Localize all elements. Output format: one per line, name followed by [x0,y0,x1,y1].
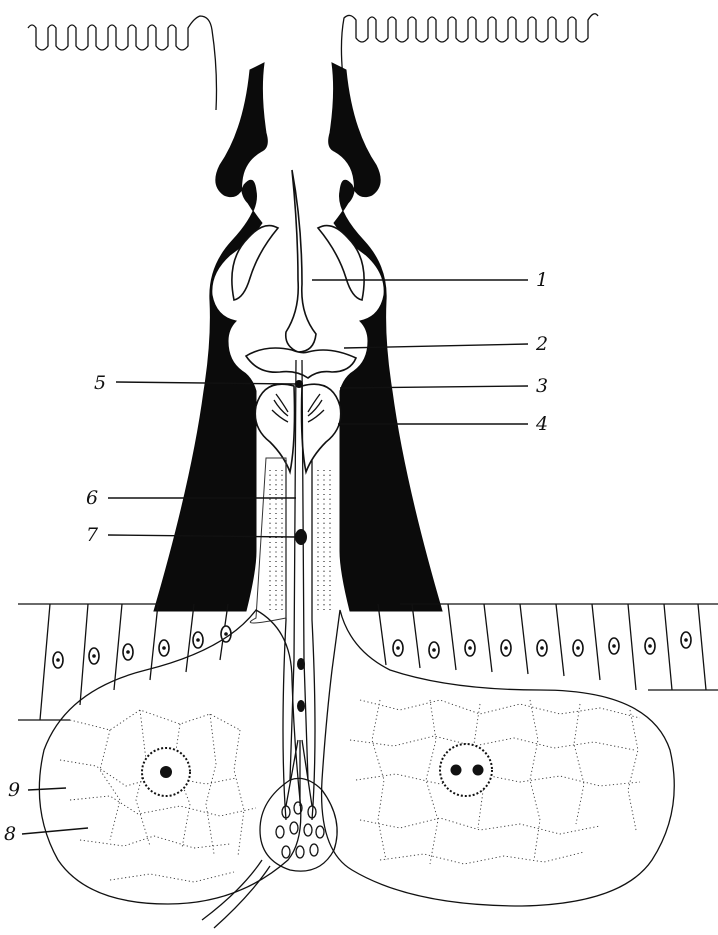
scolopale-left [255,384,294,472]
dendrite-swelling [295,529,307,545]
cytoplasm-network-right [350,700,640,864]
gland-nucleus-left [142,748,190,796]
cuticle-surface-right [341,14,598,100]
label-2-text: 2 [535,333,548,355]
gland-cell-right [322,610,675,906]
label-8-text: 8 [4,823,16,845]
label-3-text: 3 [536,375,548,397]
label-4-text: 4 [535,413,548,435]
axon [202,860,270,928]
sensory-peg [286,170,316,352]
label-7-text: 7 [86,524,99,546]
gland-nucleus-right [440,744,492,796]
cytoplasm-network-left [60,710,256,882]
dendrite-column [283,460,315,820]
scolopale-right [302,384,341,472]
label-9-text: 9 [8,779,20,801]
axon-swelling-1 [297,658,305,670]
label-9: 9 [8,779,66,801]
cuticle-surface-left [28,16,217,110]
axon-swelling-2 [297,700,305,712]
label-1-text: 1 [536,269,548,291]
label-6-text: 6 [86,487,98,509]
socket-membrane [246,348,356,378]
label-5-text: 5 [94,372,106,394]
epidermal-cells [40,604,706,720]
